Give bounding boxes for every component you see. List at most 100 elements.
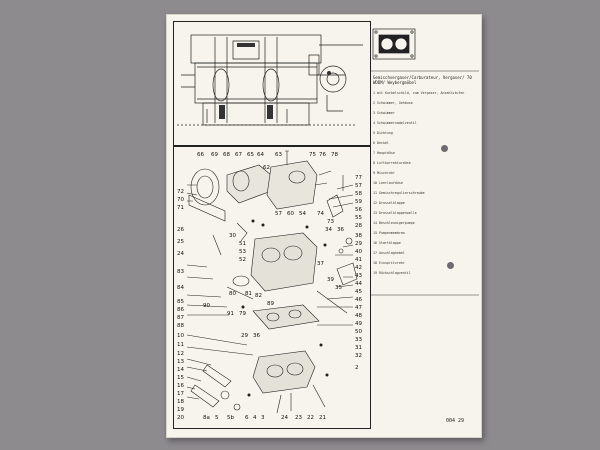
legend-entry: 19 Rückschlagventil bbox=[373, 271, 411, 275]
legend-entry: 9 Mischrohr bbox=[373, 171, 395, 175]
callout-number: 33 bbox=[355, 337, 362, 343]
callout-number: 44 bbox=[355, 281, 362, 287]
callout-number: 85 bbox=[177, 299, 184, 305]
callout-number: 75 bbox=[309, 152, 316, 158]
callout-number: 46 bbox=[355, 297, 362, 303]
callout-number: 56 bbox=[355, 207, 362, 213]
callout-number: 25 bbox=[177, 239, 184, 245]
callout-number: 24 bbox=[177, 251, 184, 257]
legend-entry: 15 Pumpenmembran bbox=[373, 231, 405, 235]
callout-number: 60 bbox=[287, 211, 294, 217]
callout-number: 15 bbox=[177, 375, 184, 381]
callout-number: 73 bbox=[327, 219, 334, 225]
callout-number: 78 bbox=[331, 152, 338, 158]
callout-number: 71 bbox=[177, 205, 184, 211]
legend-entry: 11 Gemischregulierschraube bbox=[373, 191, 425, 195]
legend-entry: 6 Deckel bbox=[373, 141, 389, 145]
callout-number: 69 bbox=[211, 152, 218, 158]
callout-number: 11 bbox=[177, 342, 184, 348]
legend-entry: 10 Leerlaufdüse bbox=[373, 181, 403, 185]
callout-number: 35 bbox=[335, 285, 342, 291]
callout-number: 4 bbox=[253, 415, 257, 421]
callout-number: 76 bbox=[319, 152, 326, 158]
callout-number: 65 bbox=[247, 152, 254, 158]
callout-number: 20 bbox=[177, 415, 184, 421]
callout-number: 51 bbox=[239, 241, 246, 247]
callout-number: 22 bbox=[307, 415, 314, 421]
callout-number: 45 bbox=[355, 289, 362, 295]
callout-number: 58 bbox=[355, 191, 362, 197]
callout-number: 83 bbox=[177, 269, 184, 275]
callout-number: 3 bbox=[261, 415, 265, 421]
callout-number: 26 bbox=[177, 227, 184, 233]
legend-entry: 1 mit Kurbelschild, zum Vergaser, Anzahl… bbox=[373, 91, 465, 95]
callout-number: 82 bbox=[255, 293, 262, 299]
callout-number: 21 bbox=[319, 415, 326, 421]
callout-number: 55 bbox=[355, 215, 362, 221]
callout-number: 67 bbox=[235, 152, 242, 158]
callout-number: 57 bbox=[275, 211, 282, 217]
callout-number: 84 bbox=[177, 285, 184, 291]
parts-sheet: 66 69 68 67 65 64 63 75 76 78 72 70 71 2… bbox=[166, 14, 482, 438]
legend-entry: 2 Schwimmer, Gehäuse bbox=[373, 101, 413, 105]
callout-number: 31 bbox=[355, 345, 362, 351]
callout-number: 36 bbox=[253, 333, 260, 339]
callout-number: 52 bbox=[239, 257, 246, 263]
callout-number: 64 bbox=[257, 152, 264, 158]
callout-number: 59 bbox=[355, 199, 362, 205]
callout-number: 77 bbox=[355, 175, 362, 181]
callout-number: 10 bbox=[177, 333, 184, 339]
callout-number: 5b bbox=[227, 415, 234, 421]
callout-number: 38 bbox=[355, 233, 362, 239]
callout-number: 90 bbox=[203, 303, 210, 309]
callout-number: 2 bbox=[355, 365, 359, 371]
callout-number: 5 bbox=[215, 415, 219, 421]
legend-entry: 7 Hauptdüse bbox=[373, 151, 395, 155]
callout-number: 66 bbox=[197, 152, 204, 158]
exploded-view-frame bbox=[173, 145, 371, 429]
legend-entry: 8 Luftkorrekturdüse bbox=[373, 161, 411, 165]
callout-number: 47 bbox=[355, 305, 362, 311]
callout-number: 74 bbox=[317, 211, 324, 217]
callout-number: 41 bbox=[355, 257, 362, 263]
callout-number: 39 bbox=[327, 277, 334, 283]
callout-number: 34 bbox=[325, 227, 332, 233]
callout-number: 49 bbox=[355, 321, 362, 327]
callout-number: 24 bbox=[281, 415, 288, 421]
callout-number: 72 bbox=[177, 189, 184, 195]
callout-number: 79 bbox=[239, 311, 246, 317]
callout-number: 37 bbox=[317, 261, 324, 267]
callout-number: 16 bbox=[177, 383, 184, 389]
punch-hole bbox=[441, 145, 448, 152]
section-drawing-frame bbox=[173, 21, 371, 147]
legend-entry: 5 Dichtung bbox=[373, 131, 393, 135]
callout-number: 17 bbox=[177, 391, 184, 397]
callout-number: 19 bbox=[177, 407, 184, 413]
legend-entry: 18 Einspritzrohr bbox=[373, 261, 405, 265]
callout-number: 29 bbox=[355, 241, 362, 247]
callout-number: 81 bbox=[245, 291, 252, 297]
legend-entry: 14 Beschleunigerpumpe bbox=[373, 221, 415, 225]
callout-number: 6 bbox=[245, 415, 249, 421]
legend-entry: 13 Drosselklappenwelle bbox=[373, 211, 417, 215]
legend-entry: 4 Schwimmernadelventil bbox=[373, 121, 417, 125]
callout-number: 91 bbox=[227, 311, 234, 317]
callout-number: 28 bbox=[355, 223, 362, 229]
callout-number: 40 bbox=[355, 249, 362, 255]
legend-entry: 3 Schwimmer bbox=[373, 111, 395, 115]
callout-number: 80 bbox=[229, 291, 236, 297]
callout-number: 8a bbox=[203, 415, 210, 421]
callout-number: 12 bbox=[177, 351, 184, 357]
callout-number: 13 bbox=[177, 359, 184, 365]
callout-number: 23 bbox=[295, 415, 302, 421]
callout-number: 62 bbox=[263, 165, 270, 171]
callout-number: 57 bbox=[355, 183, 362, 189]
callout-number: 48 bbox=[355, 313, 362, 319]
legend-entry: 12 Drosselklappe bbox=[373, 201, 405, 205]
callout-number: 54 bbox=[299, 211, 306, 217]
callout-number: 86 bbox=[177, 307, 184, 313]
legend-entry: 16 Startklappe bbox=[373, 241, 401, 245]
page-reference: 004 29 bbox=[446, 418, 465, 424]
carburetor-drawing bbox=[177, 28, 479, 414]
